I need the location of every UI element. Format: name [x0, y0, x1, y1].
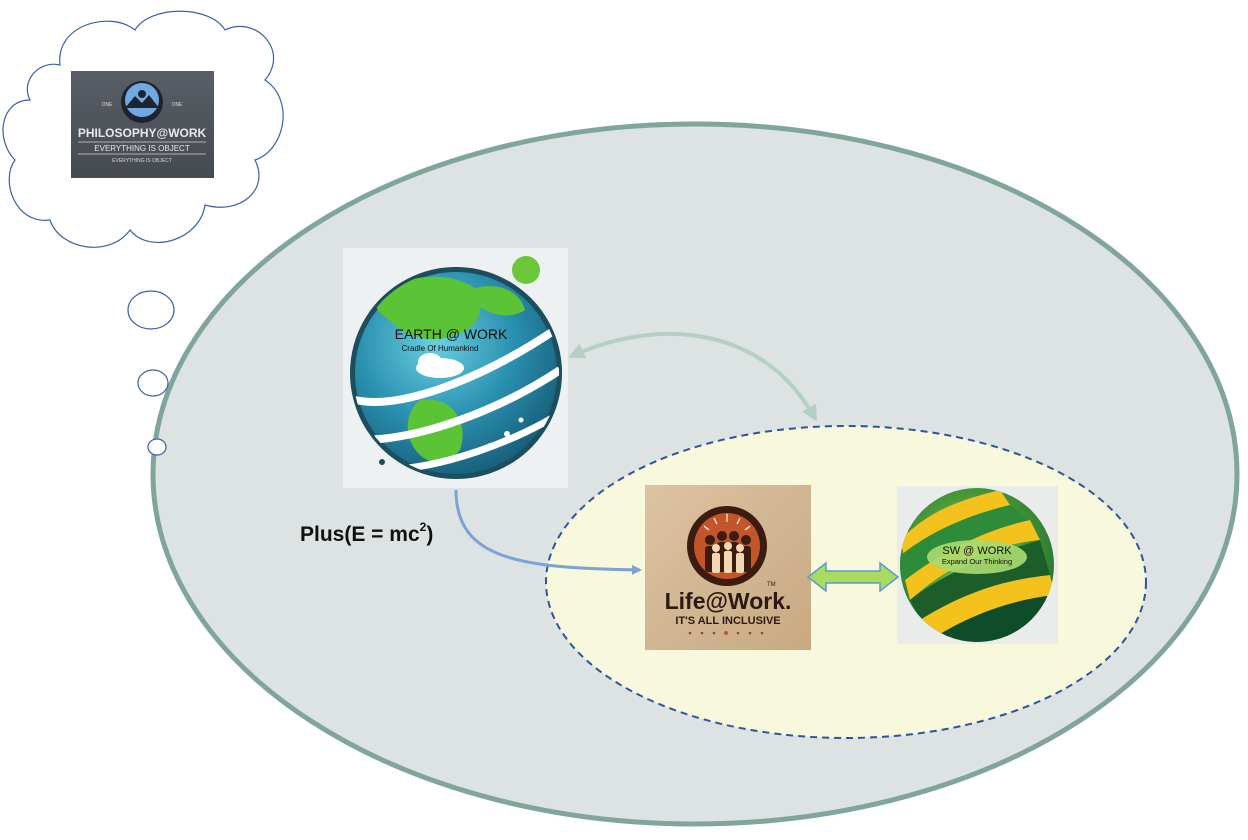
- life-trademark: TM: [767, 582, 776, 588]
- life-at-work-logo: TM Life@Work. IT'S ALL INCLUSIVE: [645, 485, 811, 650]
- life-title: Life@Work.: [665, 588, 792, 614]
- earth-title: EARTH @ WORK: [395, 326, 508, 342]
- philosophy-subtagline: EVERYTHING IS OBJECT: [112, 158, 172, 164]
- earth-at-work-logo: EARTH @ WORK Cradle Of Humankind: [343, 248, 568, 488]
- thought-bubble-medium: [137, 369, 169, 397]
- philosophy-at-work-logo: ONE ONE PHILOSOPHY@WORK EVERYTHING IS OB…: [71, 71, 214, 178]
- sw-subtitle: Expand Our Thinking: [942, 557, 1012, 566]
- thought-bubble-large: [127, 290, 175, 330]
- philosophy-top-left-text: ONE: [102, 102, 114, 108]
- formula-suffix: ): [426, 523, 434, 546]
- philosophy-top-right-text: ONE: [172, 102, 184, 108]
- sw-title: SW @ WORK: [942, 545, 1012, 557]
- double-arrow-life-sw: [806, 561, 900, 593]
- formula-label: Plus(E = mc2): [300, 520, 434, 547]
- philosophy-tagline: EVERYTHING IS OBJECT: [94, 144, 190, 153]
- formula-prefix: Plus(E = mc: [300, 523, 420, 546]
- thought-bubble-small: [147, 438, 167, 456]
- life-tagline: IT'S ALL INCLUSIVE: [675, 615, 780, 627]
- earth-subtitle: Cradle Of Humankind: [402, 344, 479, 353]
- connector-earth-to-life: [454, 489, 642, 575]
- formula-exponent: 2: [419, 520, 427, 534]
- sw-at-work-logo: SW @ WORK Expand Our Thinking: [897, 486, 1058, 644]
- philosophy-title: PHILOSOPHY@WORK: [78, 126, 207, 140]
- connector-earth-to-inner-ellipse: [568, 331, 817, 422]
